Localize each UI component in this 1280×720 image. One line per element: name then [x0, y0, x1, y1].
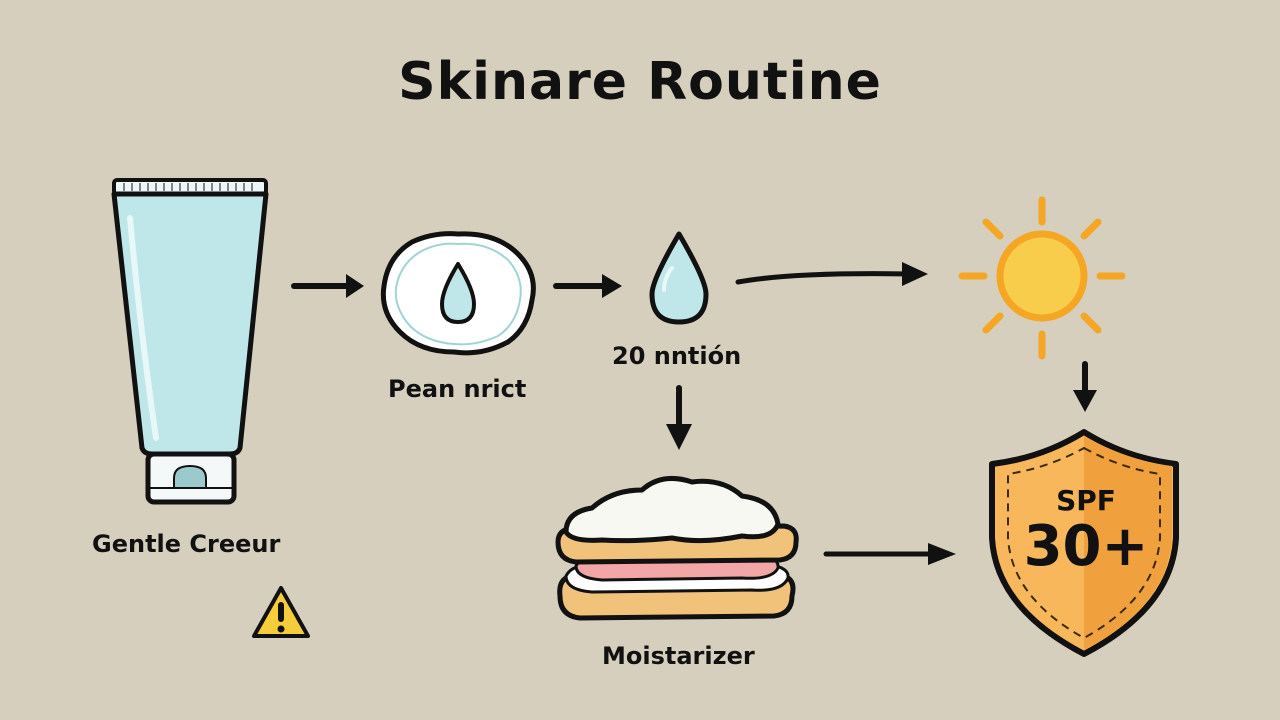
water-droplet-icon: [649, 231, 709, 325]
warning-icon: [252, 586, 310, 638]
arrow-down-icon: [666, 385, 692, 450]
arrow-right-icon: [291, 274, 364, 298]
step-label-cleanser: Gentle Creeur: [92, 530, 281, 558]
arrow-right-icon: [823, 543, 956, 565]
arrow-right-icon: [553, 274, 622, 298]
sun-icon: [958, 196, 1126, 360]
arrow-right-icon: [735, 262, 928, 286]
cream-sandwich-icon: [555, 475, 799, 621]
cotton-pad-droplet-icon: [380, 231, 536, 356]
step-label-moisturizer: Moistarizer: [602, 642, 755, 670]
step-label-serum: 20 nntión: [612, 342, 742, 370]
spf-badge-value: 30+: [1023, 514, 1149, 579]
spf-badge-label: SPF: [1056, 484, 1116, 517]
shield-icon: [989, 429, 1179, 657]
cream-tube-icon: [111, 178, 269, 505]
step-label-pad: Pean nrict: [388, 375, 527, 403]
arrow-down-icon: [1073, 361, 1097, 412]
page-title: Skinare Routine: [398, 52, 882, 112]
